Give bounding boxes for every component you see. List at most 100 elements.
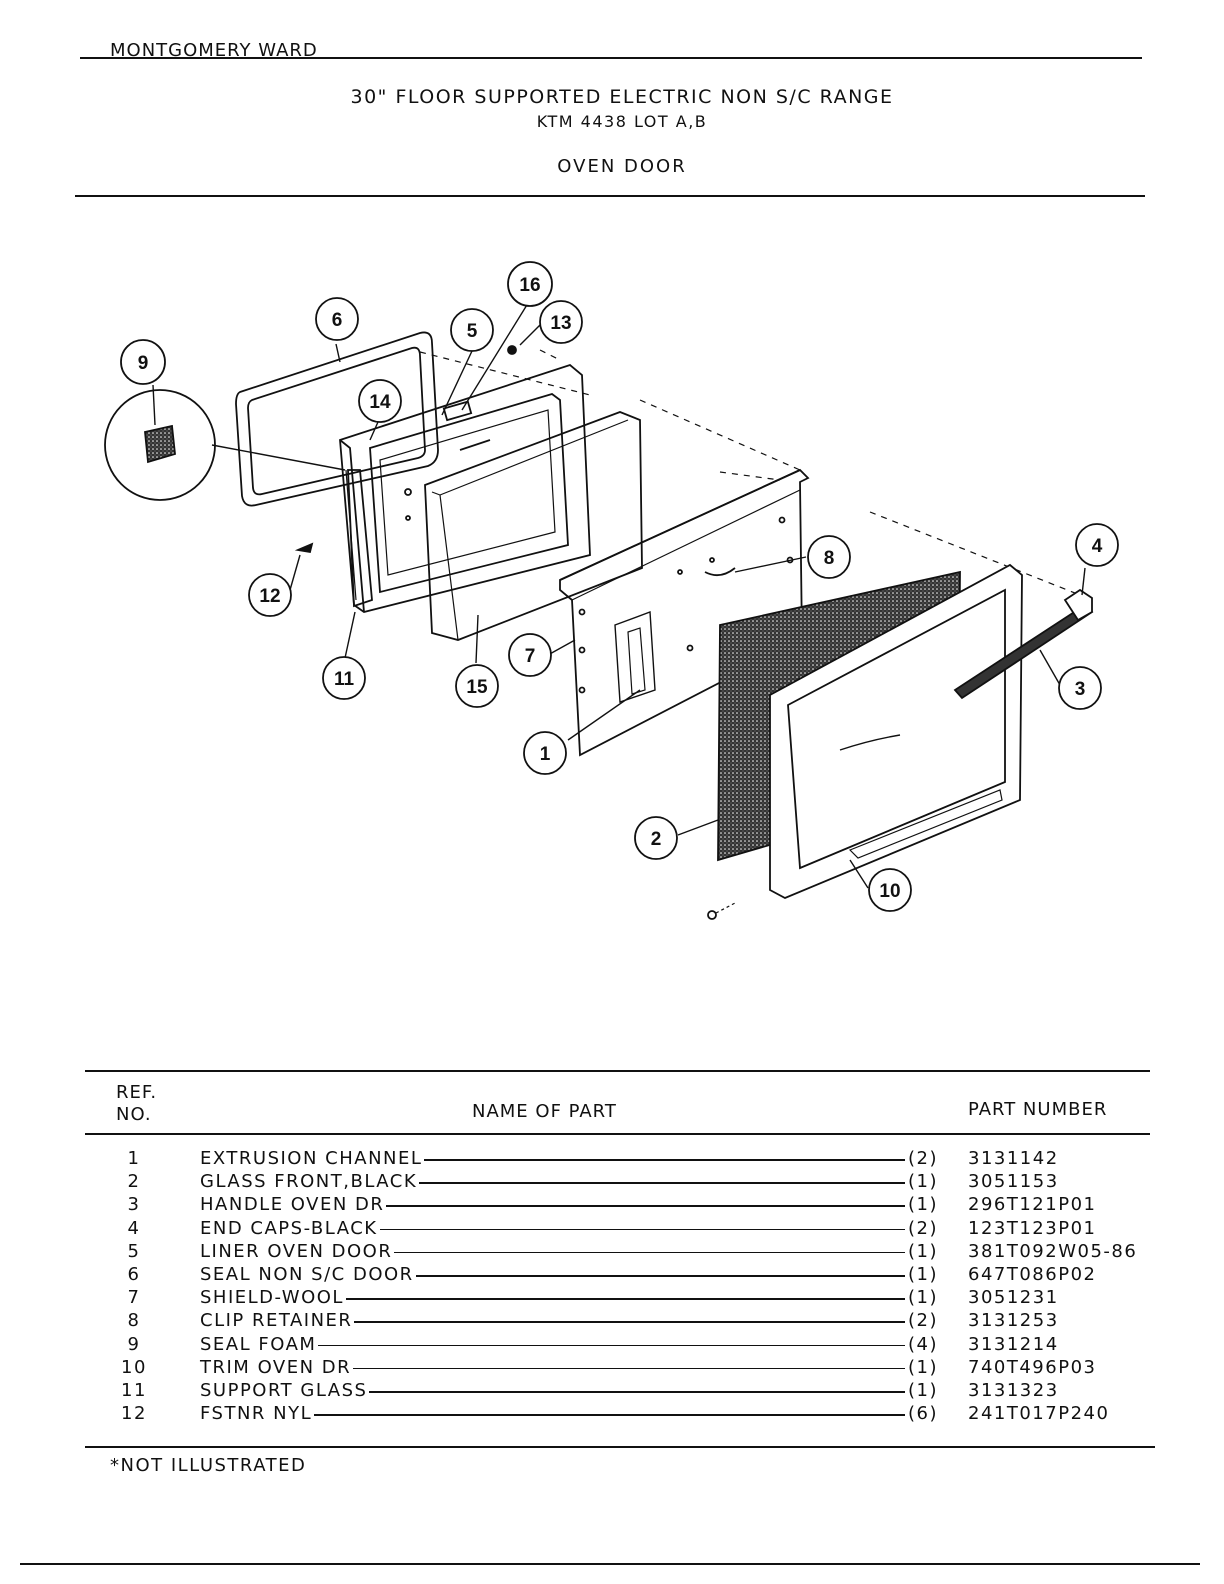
ref-number: 4 — [127, 1217, 141, 1239]
part-quantity: (1) — [906, 1240, 938, 1262]
section-title: OVEN DOOR — [557, 156, 687, 177]
part-number: 3131253 — [968, 1310, 1059, 1332]
part-number: 3131142 — [968, 1148, 1059, 1169]
callout-5: 5 — [467, 321, 478, 342]
part-name: LINER OVEN DOOR — [200, 1240, 395, 1262]
callout-1: 1 — [540, 744, 551, 765]
callout-11: 11 — [334, 669, 355, 690]
leader-line — [200, 1205, 905, 1207]
col-name-header: NAME OF PART — [472, 1101, 617, 1122]
callout-15: 15 — [466, 677, 488, 698]
footer-note: *NOT ILLUSTRATED — [110, 1455, 307, 1476]
part-name: SEAL FOAM — [200, 1333, 319, 1355]
table-row: 1 EXTRUSION CHANNEL (2) 3131142 — [0, 1148, 1224, 1171]
part-number: 3131214 — [968, 1333, 1059, 1355]
exploded-parts-diagram: 9 6 5 16 13 14 12 11 15 7 1 8 4 3 2 10 — [104, 261, 1119, 920]
leader-line — [200, 1367, 905, 1370]
table-row: 4 END CAPS-BLACK (2) 123T123P01 — [0, 1217, 1224, 1241]
part-name: SEAL NON S/C DOOR — [200, 1264, 416, 1285]
part-quantity: (2) — [906, 1148, 938, 1169]
callout-12: 12 — [259, 586, 280, 607]
part-12-fastener-shape — [294, 542, 314, 554]
callout-16: 16 — [519, 275, 540, 296]
callout-9: 9 — [138, 353, 149, 374]
col-ref-line1: REF. — [116, 1082, 158, 1103]
table-row: 11 SUPPORT GLASS (1) 3131323 — [0, 1380, 1224, 1403]
part-name: TRIM OVEN DR — [200, 1356, 354, 1378]
part-name: SHIELD-WOOL — [200, 1287, 346, 1309]
page-title: 30" FLOOR SUPPORTED ELECTRIC NON S/C RAN… — [350, 86, 894, 108]
ref-number: 12 — [121, 1403, 147, 1425]
table-row: 8 CLIP RETAINER (2) 3131253 — [0, 1310, 1224, 1333]
leader-line — [200, 1228, 905, 1231]
part-number: 647T086P02 — [968, 1264, 1097, 1285]
leader-line — [200, 1159, 905, 1161]
part-number: 3051231 — [968, 1287, 1059, 1309]
part-6-seal-shape — [235, 331, 439, 507]
part-quantity: (4) — [906, 1333, 938, 1355]
page-rule-bottom — [20, 1563, 1200, 1565]
callout-8: 8 — [824, 548, 835, 569]
leader-line — [200, 1344, 905, 1347]
part-quantity: (1) — [906, 1264, 938, 1285]
part-name: CLIP RETAINER — [200, 1310, 355, 1332]
callout-14: 14 — [369, 392, 391, 413]
col-part-header: PART NUMBER — [968, 1099, 1108, 1120]
part-10-trim-shape — [769, 563, 1023, 899]
ref-number: 3 — [127, 1194, 141, 1216]
callout-7: 7 — [525, 646, 536, 667]
leader-line — [200, 1275, 905, 1277]
part-quantity: (2) — [906, 1217, 938, 1239]
callout-2: 2 — [651, 829, 662, 850]
part-number: 381T092W05-86 — [968, 1240, 1138, 1262]
table-row: 6 SEAL NON S/C DOOR (1) 647T086P02 — [0, 1264, 1224, 1287]
part-quantity: (6) — [906, 1403, 938, 1425]
table-rule-bottom — [85, 1446, 1155, 1448]
part-quantity: (1) — [906, 1356, 938, 1378]
part-number: 241T017P240 — [968, 1403, 1110, 1425]
part-name: EXTRUSION CHANNEL — [200, 1148, 425, 1169]
part-number: 3131323 — [968, 1380, 1059, 1401]
leader-line — [200, 1251, 905, 1254]
part-number: 740T496P03 — [968, 1356, 1097, 1378]
header-rule-bottom — [75, 195, 1145, 197]
part-11-support-shape — [347, 469, 373, 608]
table-rule-header — [85, 1133, 1150, 1135]
leader-line — [200, 1298, 905, 1300]
brand-label: MONTGOMERY WARD — [110, 40, 318, 61]
table-rule-top — [85, 1070, 1150, 1072]
table-row: 5 LINER OVEN DOOR (1) 381T092W05-86 — [0, 1240, 1224, 1264]
part-number: 3051153 — [968, 1171, 1059, 1193]
ref-number: 1 — [127, 1148, 141, 1169]
ref-number: 9 — [127, 1333, 141, 1355]
ref-number: 7 — [127, 1287, 141, 1309]
leader-line — [200, 1391, 905, 1393]
part-name: END CAPS-BLACK — [200, 1217, 380, 1239]
leader-line — [200, 1182, 905, 1184]
model-subtitle: KTM 4438 LOT A,B — [536, 112, 708, 131]
part-quantity: (2) — [906, 1310, 938, 1332]
part-name: GLASS FRONT,BLACK — [200, 1171, 420, 1193]
ref-number: 5 — [127, 1240, 141, 1262]
part-9-foam-shape — [144, 424, 176, 464]
part-quantity: (1) — [906, 1194, 938, 1216]
ref-number: 11 — [121, 1380, 147, 1401]
ref-number: 8 — [127, 1310, 141, 1332]
ref-number: 6 — [127, 1264, 141, 1285]
part-quantity: (1) — [906, 1171, 938, 1193]
leader-line — [200, 1414, 905, 1416]
header-rule-top — [80, 57, 1142, 59]
part-name: HANDLE OVEN DR — [200, 1194, 387, 1216]
leader-line — [200, 1321, 905, 1323]
part-name: SUPPORT GLASS — [200, 1380, 370, 1401]
part-15-glass-shape — [424, 411, 643, 641]
part-number: 123T123P01 — [968, 1217, 1097, 1239]
part-quantity: (1) — [906, 1380, 938, 1401]
callout-13: 13 — [550, 313, 571, 334]
callout-6: 6 — [332, 310, 343, 331]
callout-10: 10 — [879, 881, 900, 902]
